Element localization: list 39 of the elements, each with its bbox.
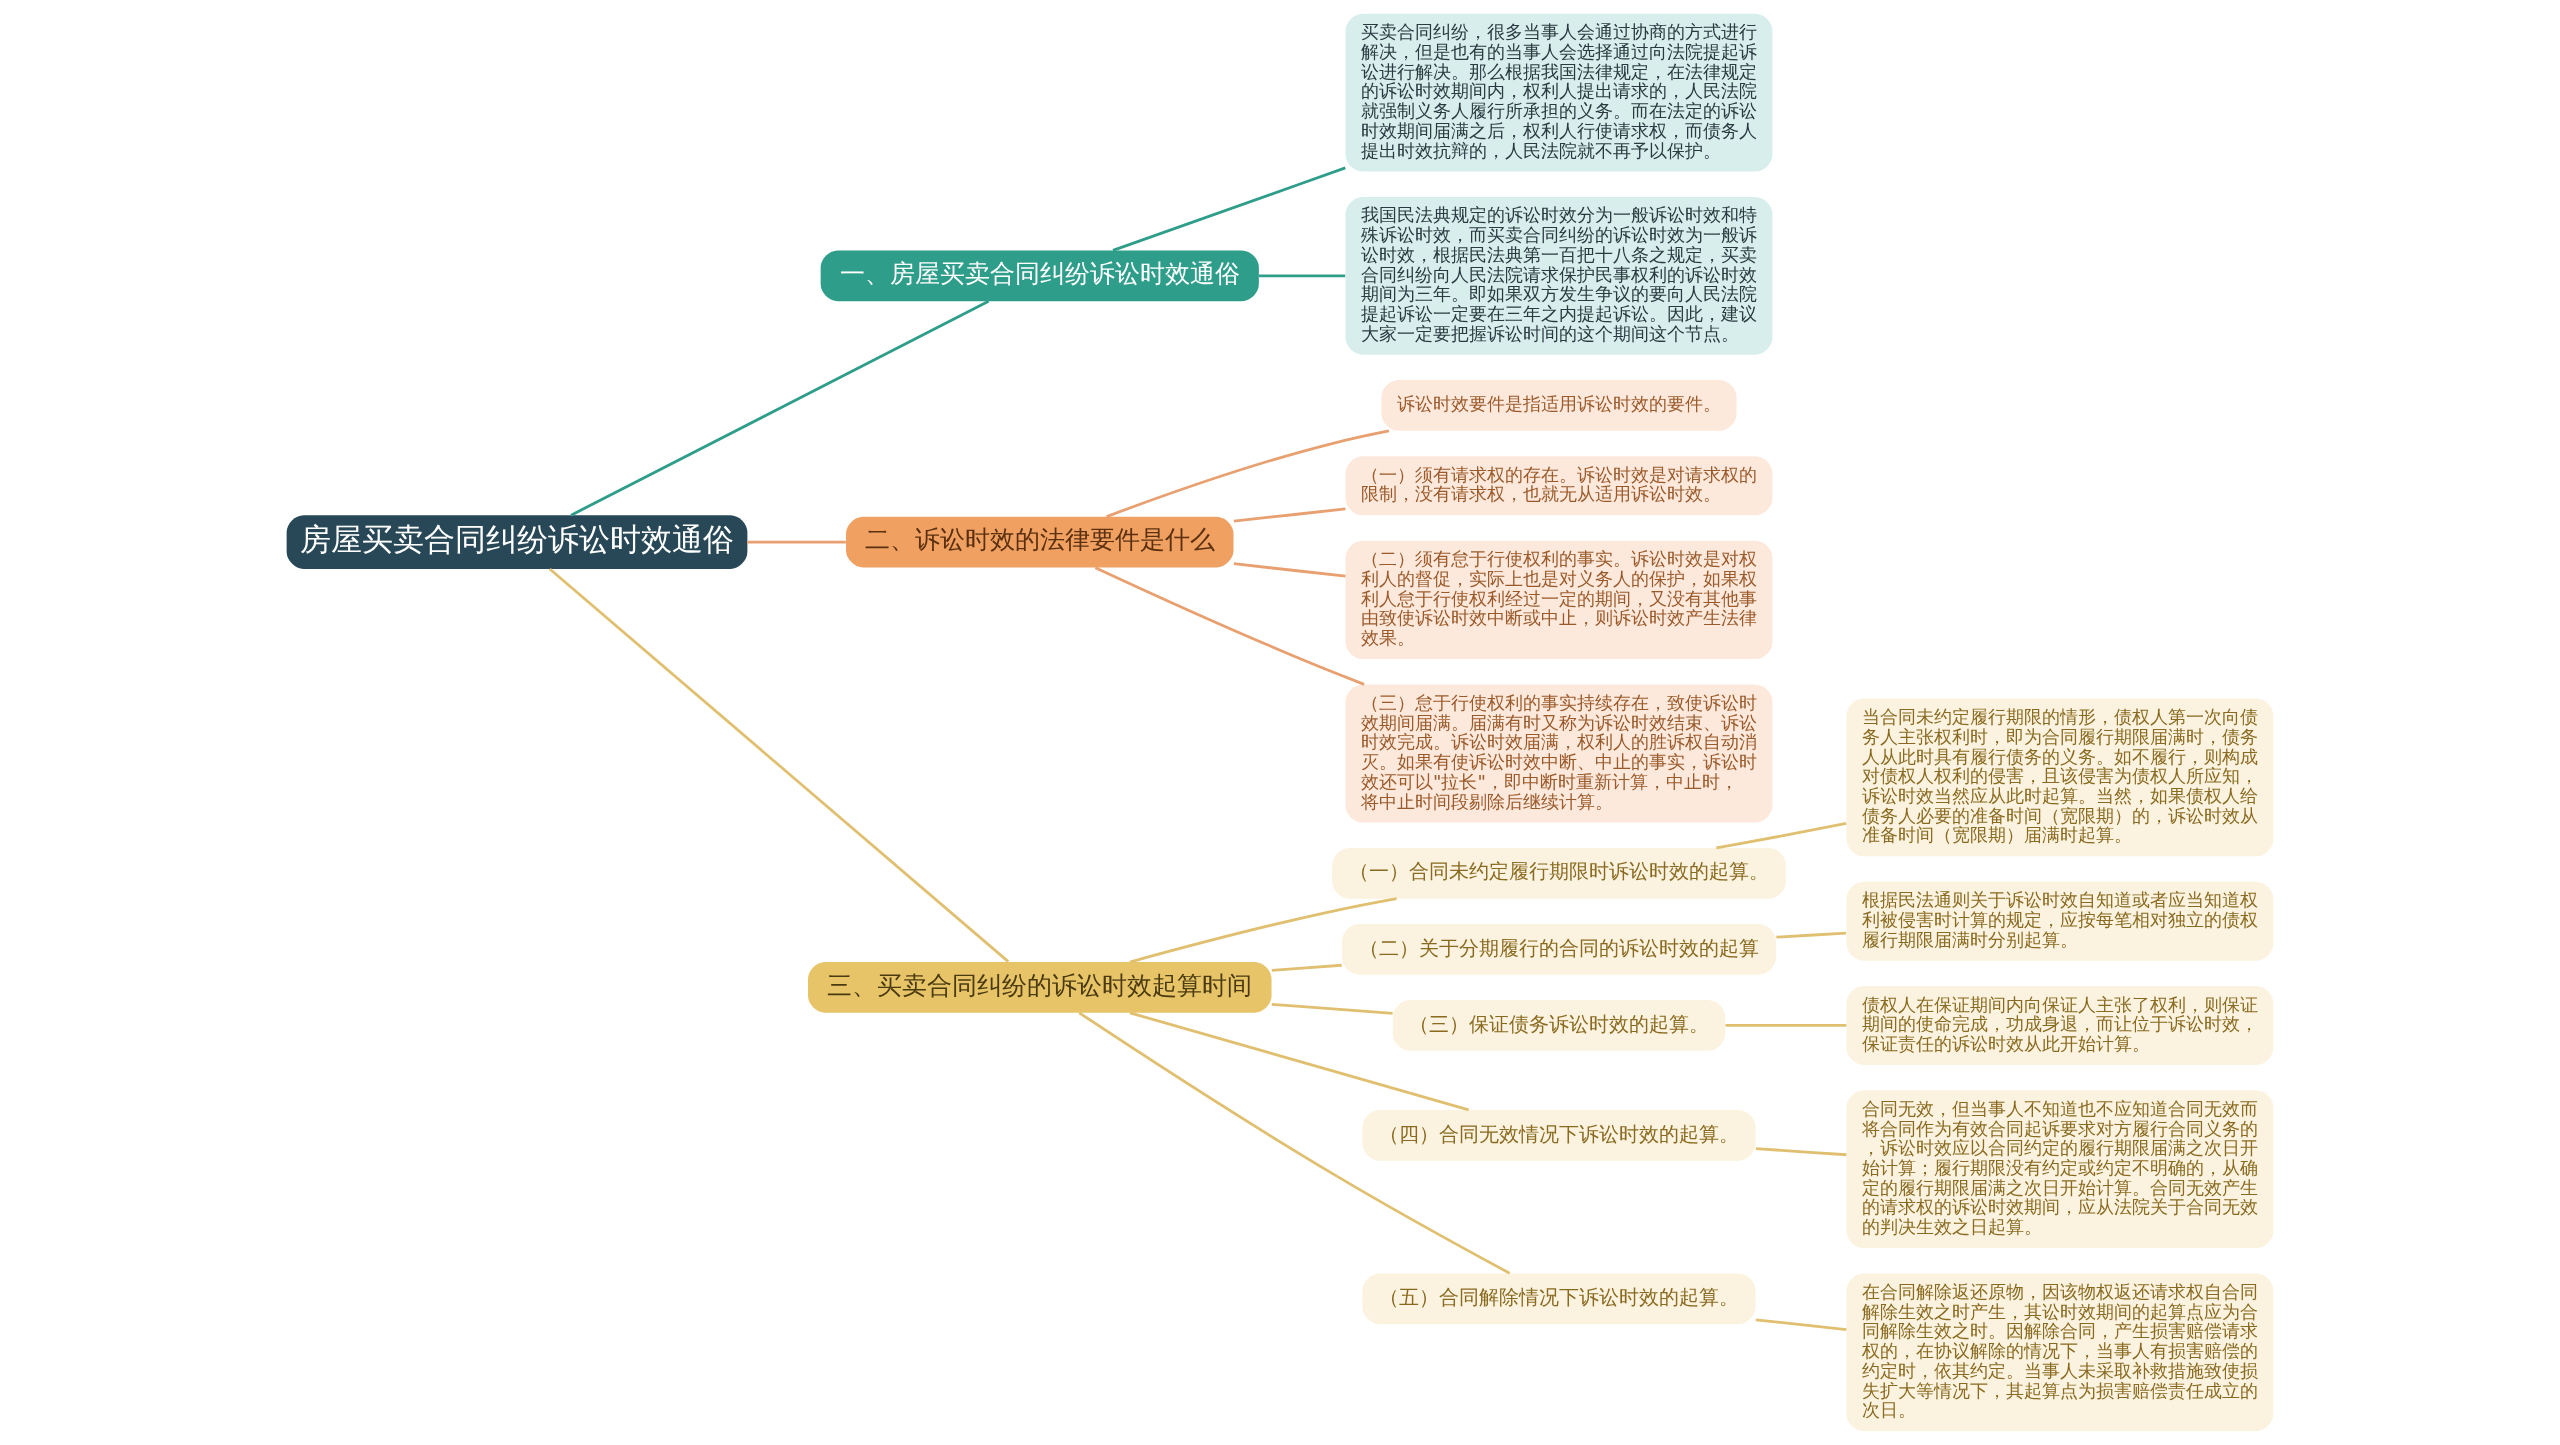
node-box: （三）怠于行使权利的事实持续存在，致使诉讼时效期间届满。届满有时又称为诉讼时效结束、诉讼时效完成。诉讼时效届满，权利人的胜诉权自动消灭。如果有使诉讼时效中断、中止的事实，诉讼时效还可以"拉长"，即中断时重新计算，中止时，将中止时间段剔除后继续计算。 [1345,684,1773,823]
connector [1271,1003,1393,1015]
node-box: 债权人在保证期间内向保证人主张了权利，则保证期间的使命完成，功成身退，而让位于诉讼时效，保证责任的诉讼时效从此开始计算。 [1846,986,2274,1065]
connector [1106,429,1390,518]
connector [1776,931,1847,939]
connector [1078,1011,1511,1275]
connector [1094,566,1365,686]
node-box: 诉讼时效要件是指适用诉讼时效的要件。 [1381,380,1737,431]
node-box: 一、房屋买卖合同纠纷诉讼时效通俗 [820,250,1259,302]
node-box: （二）须有怠于行使权利的事实。诉讼时效是对权利人的督促，实际上也是对义务人的保护，如果权利人怠于行使权利经过一定的期间，又没有其他事由致使诉讼时效中断或中止，则诉讼时效产生法律效果。 [1345,540,1773,660]
node-box: 合同无效，但当事人不知道也不应知道合同无效而将合同作为有效合同起诉要求对方履行合同义务的，诉讼时效应以合同约定的履行期限届满之次日开始计算；履行期限没有约定或约定不明确的，从确定的履行期限届满之次日开始计算。合同无效产生的请求权的诉讼时效期间，应从法院关于合同无效的判决生效之日起算。 [1846,1090,2274,1249]
node-box: 我国民法典规定的诉讼时效分为一般诉讼时效和特殊诉讼时效，而买卖合同纠纷的诉讼时效为一般诉讼时效，根据民法典第一百把十八条之规定，买卖合同纠纷向人民法院请求保护民事权利的诉讼时效期间为三年。即如果双方发生争议的要向人民法院提起诉讼一定要在三年之内提起诉讼。因此，建议大家一定要把握诉讼时间的这个期间这个节点。 [1345,196,1773,355]
node-box: （三）保证债务诉讼时效的起算。 [1392,1000,1726,1051]
node-box: 根据民法通则关于诉讼时效自知道或者应当知道权利被侵害时计算的规定，应按每笔相对独立的债权履行期限届满时分别起算。 [1846,881,2274,961]
connector [747,540,846,544]
node-box: （一）须有请求权的存在。诉讼时效是对请求权的限制，没有请求权，也就无从适用诉讼时效。 [1345,456,1773,516]
node-box: 三、买卖合同纠纷的诉讼时效起算时间 [808,962,1272,1013]
connector [1725,1024,1847,1027]
node-box: 当合同未约定履行期限的情形，债权人第一次向债务人主张权利时，即为合同履行期限届满时，债务人从此时具有履行债务的义务。如不履行，则构成对债权人权利的侵害，且该侵害为债权人所应知，诉讼时效当然应从此时起算。当然，如果债权人给债务人必要的准备时间（宽限期）的，诉讼时效从准备时间（宽限期）届满时起算。 [1846,698,2274,857]
node-box: （四）合同无效情况下诉讼时效的起算。 [1362,1110,1756,1161]
node-box: 买卖合同纠纷，很多当事人会通过协商的方式进行解决，但是也有的当事人会选择通过向法院提起诉讼进行解决。那么根据我国法律规定，在法律规定的诉讼时效期间内，权利人提出请求的，人民法院就强制义务人履行所承担的义务。而在法定的诉讼时效期间届满之后，权利人行使请求权，而债务人提出时效抗辩的，人民法院就不再予以保护。 [1345,13,1773,172]
connector [1716,821,1847,850]
connector [1755,1318,1847,1331]
connector [1755,1147,1847,1157]
connector [1112,166,1346,252]
node-box: （一）合同未约定履行期限时诉讼时效的起算。 [1332,847,1786,899]
connector [1233,562,1346,578]
connector [1233,507,1346,523]
node-box: 在合同解除返还原物，因该物权返还请求权自合同解除生效之时产生，其讼时效期间的起算点应为合同解除生效之时。因解除合同，产生损害赔偿请求权的，在协议解除的情况下，当事人有损害赔偿的约定时，依其约定。当事人未采取补救措施致使损失扩大等情况下，其起算点为损害赔偿责任成立的次日。 [1846,1273,2274,1432]
connector [1259,274,1346,278]
node-box: 房屋买卖合同纠纷诉讼时效通俗 [286,515,748,569]
connector [1129,897,1397,964]
connector [548,567,1010,963]
connector [1129,1011,1470,1112]
connector [570,300,990,517]
connector [1271,963,1342,972]
node-box: （二）关于分期履行的合同的诉讼时效的起算 [1342,924,1776,975]
node-box: 二、诉讼时效的法律要件是什么 [846,516,1234,568]
node-box: （五）合同解除情况下诉讼时效的起算。 [1362,1273,1756,1325]
